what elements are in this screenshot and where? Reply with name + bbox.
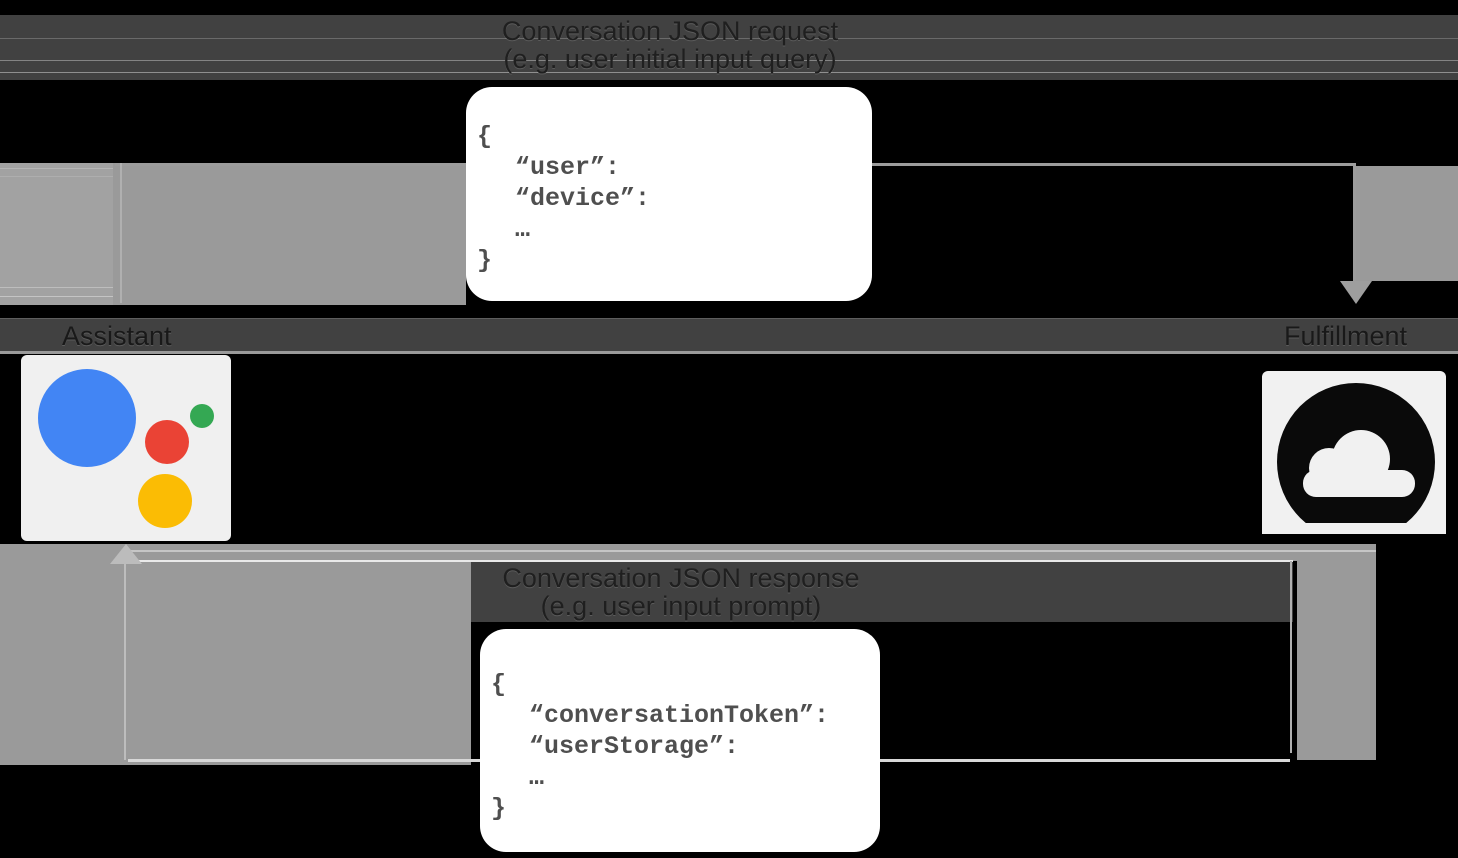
request-title-line1: Conversation JSON request	[501, 16, 839, 46]
response-json-open-brace: {	[491, 670, 507, 699]
request-json-open-brace: {	[477, 122, 493, 151]
request-flow-block-right	[1356, 166, 1458, 281]
hairline	[130, 550, 1376, 552]
actor-band-bottom-edge	[0, 351, 1458, 354]
response-title-line1: Conversation JSON response	[502, 563, 860, 593]
response-flow-block-left	[0, 544, 471, 765]
hairline	[0, 296, 113, 297]
response-flow-strip-top	[471, 544, 1376, 561]
request-title-band	[0, 15, 1458, 80]
response-json-line-conversation-token: “conversationToken”:	[529, 701, 830, 730]
response-title-band	[471, 561, 1293, 622]
hairline	[0, 318, 1458, 319]
hairline	[0, 176, 113, 177]
cloud-icon	[1262, 383, 1446, 541]
request-json-box: { “user”: “device”: … }	[466, 87, 872, 301]
response-json-close-brace: }	[491, 794, 507, 823]
response-arrow-shaft-vertical-left	[124, 563, 126, 760]
response-json-box: { “conversationToken”: “userStorage”: … …	[480, 629, 880, 852]
hairline	[0, 168, 113, 169]
google-assistant-logo-icon	[38, 369, 214, 528]
assistant-label: Assistant	[62, 321, 172, 351]
hairline	[0, 60, 1458, 61]
request-json-line-user: “user”:	[515, 153, 621, 182]
request-arrowhead-icon	[1340, 281, 1372, 304]
fulfillment-actor-box	[1262, 371, 1446, 541]
request-json-close-brace: }	[477, 246, 493, 275]
fulfillment-label: Fulfillment	[1284, 321, 1408, 351]
response-flow-block-right	[1297, 557, 1376, 760]
hairline	[0, 72, 1458, 73]
assistant-actor-box	[21, 355, 231, 541]
actor-label-band	[0, 318, 1458, 351]
response-json-ellipsis: …	[529, 763, 547, 792]
response-arrow-shaft-vertical-right	[1290, 561, 1292, 753]
request-json-line-device: “device”:	[515, 184, 651, 213]
request-json-ellipsis: …	[515, 215, 533, 244]
request-title-line2: (e.g. user initial input query)	[503, 44, 837, 74]
request-arrow-shaft-vertical-left	[120, 163, 122, 303]
request-flow-block-left-light	[0, 163, 113, 305]
hairline	[0, 38, 1458, 39]
request-arrow-shaft-vertical-right	[1353, 163, 1356, 283]
response-arrowhead-icon	[110, 544, 142, 564]
hairline	[130, 560, 1293, 562]
response-title-line2: (e.g. user input prompt)	[540, 591, 822, 621]
response-json-line-user-storage: “userStorage”:	[529, 732, 740, 761]
hairline	[0, 287, 113, 288]
